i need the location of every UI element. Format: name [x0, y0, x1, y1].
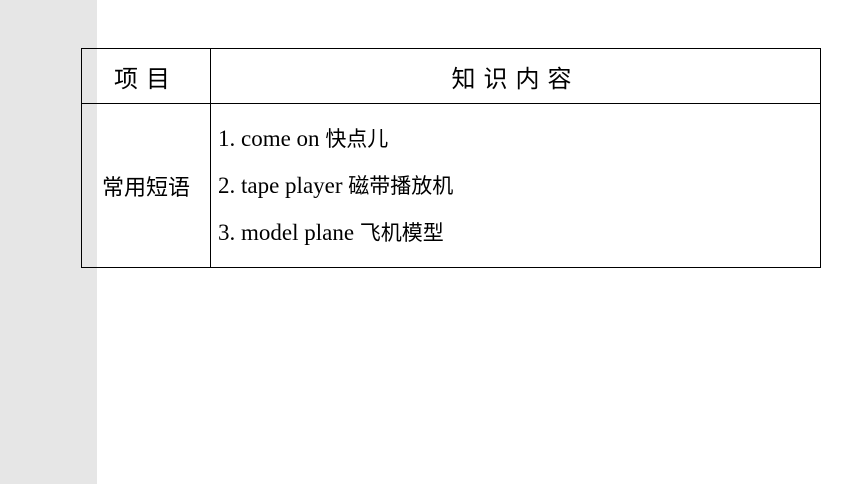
category-cell: 常用短语 [81, 103, 211, 268]
side-panel [0, 0, 97, 484]
phrase-chinese: 飞机模型 [359, 221, 444, 245]
phrases-cell: 1. come on 快点儿 2. tape player 磁带播放机 3. m… [210, 103, 821, 268]
phrase-item: 3. model plane 飞机模型 [218, 209, 820, 256]
knowledge-table: 项目 知识内容 常用短语 1. come on 快点儿 2. tape play… [81, 48, 821, 268]
phrase-item: 2. tape player 磁带播放机 [218, 162, 820, 209]
table-header-row: 项目 知识内容 [81, 48, 821, 104]
phrase-english: 2. tape player [218, 173, 343, 198]
phrase-chinese: 快点儿 [325, 127, 389, 151]
phrase-item: 1. come on 快点儿 [218, 115, 820, 162]
phrase-english: 1. come on [218, 126, 320, 151]
phrase-list: 1. come on 快点儿 2. tape player 磁带播放机 3. m… [218, 115, 820, 256]
table-row: 常用短语 1. come on 快点儿 2. tape player 磁带播放机… [81, 103, 821, 268]
phrase-chinese: 磁带播放机 [348, 174, 454, 198]
header-content-cell: 知识内容 [210, 48, 821, 104]
header-item-cell: 项目 [81, 48, 211, 104]
phrase-english: 3. model plane [218, 220, 355, 245]
